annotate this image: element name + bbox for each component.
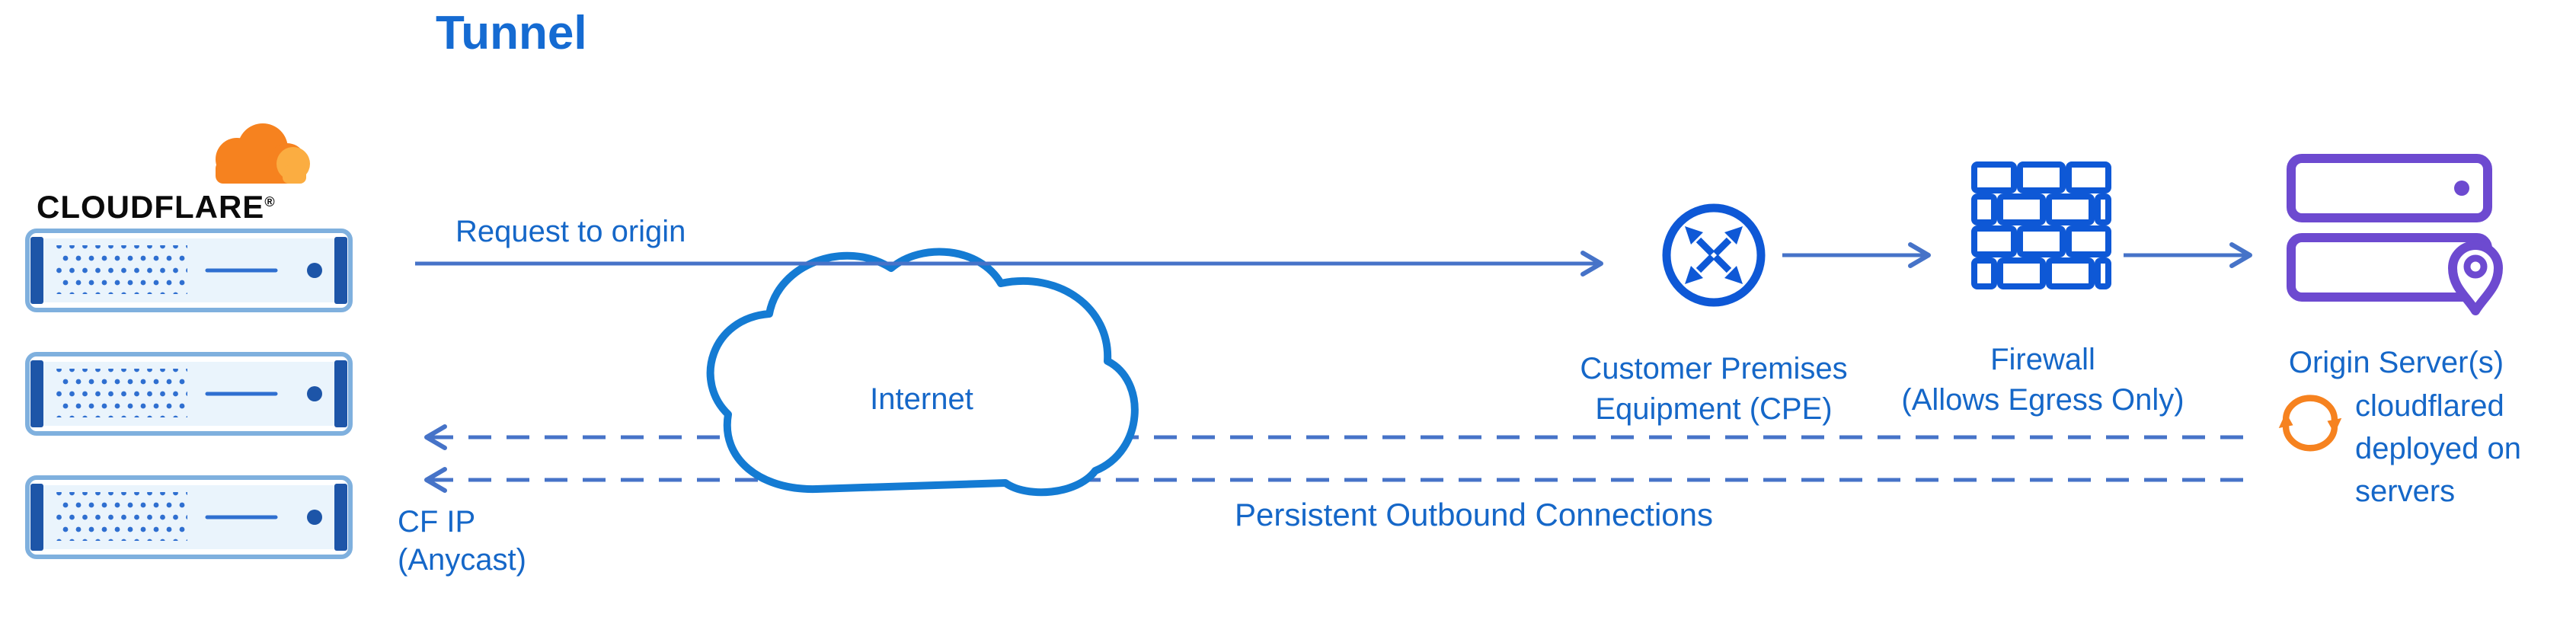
cf-ip-line2: (Anycast) (398, 543, 526, 577)
origin-server-icon (2287, 154, 2503, 315)
cpe-label: Customer Premises Equipment (CPE) (1545, 349, 1883, 430)
origin-server-label: Origin Server(s) (2288, 346, 2504, 379)
page-title: Tunnel (436, 7, 587, 59)
cloudflared-sync-icon (2278, 395, 2342, 452)
edge-server-2 (27, 354, 350, 433)
registered-trademark: ® (264, 194, 276, 209)
firewall-label-line2: (Allows Egress Only) (1901, 383, 2184, 417)
firewall-label: Firewall (Allows Egress Only) (1868, 340, 2218, 420)
persistent-outbound-arrows (424, 424, 2243, 493)
cloudflare-server-stack-icon (23, 229, 358, 561)
cloudflared-label: cloudflared deployed on servers (2355, 389, 2521, 508)
cpe-router-icon (1662, 203, 1766, 307)
internet-label: Internet (870, 382, 973, 416)
cpe-label-line1: Customer Premises (1580, 352, 1848, 385)
cloudflare-logo-cloud-icon (216, 123, 310, 184)
cpe-label-line2: Equipment (CPE) (1595, 392, 1833, 426)
request-to-origin-label: Request to origin (455, 215, 686, 248)
cloudflare-brand-text: CLOUDFLARE (37, 189, 265, 225)
edge-server-1 (27, 231, 350, 310)
cloudflare-wordmark: CLOUDFLARE® (37, 189, 341, 225)
internet-cloud-icon (706, 248, 1139, 497)
cf-ip-anycast-label: CF IP (Anycast) (398, 503, 596, 579)
location-pin-icon (2448, 241, 2503, 315)
persistent-outbound-label: Persistent Outbound Connections (1234, 497, 1714, 532)
firewall-brick-icon (1971, 161, 2111, 289)
edge-server-3 (27, 478, 350, 557)
firewall-label-line1: Firewall (1990, 343, 2095, 376)
cf-ip-line1: CF IP (398, 505, 476, 539)
